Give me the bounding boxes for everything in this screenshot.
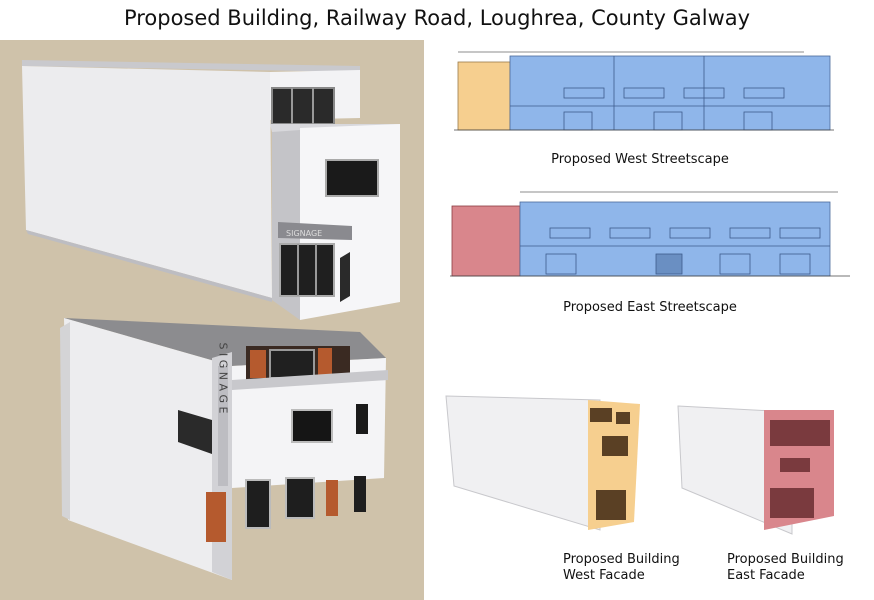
west-streetscape-caption: Proposed West Streetscape	[551, 152, 729, 167]
west-facade-caption: Proposed Building West Facade	[563, 552, 703, 584]
east-facade-caption-line1: Proposed Building	[727, 552, 844, 567]
west-facade-caption-line1: Proposed Building	[563, 552, 680, 567]
east-facade-caption: Proposed Building East Facade	[727, 552, 867, 584]
east-facade-caption-line2: East Facade	[727, 568, 805, 583]
render-panel: SIGNAGE S I G N A G E	[0, 40, 424, 600]
east-streetscape-caption: Proposed East Streetscape	[563, 300, 737, 315]
top-building-render: SIGNAGE	[22, 60, 400, 320]
west-facade-caption-line2: West Facade	[563, 568, 645, 583]
west-facade-render	[440, 382, 670, 536]
page-title: Proposed Building, Railway Road, Loughre…	[123, 6, 751, 30]
east-streetscape	[450, 188, 850, 292]
svg-text:S I G N A G E: S I G N A G E	[217, 343, 230, 414]
svg-text:SIGNAGE: SIGNAGE	[286, 229, 322, 238]
east-facade-render	[674, 396, 844, 540]
building-renders: SIGNAGE S I G N A G E	[22, 60, 400, 580]
west-streetscape-elevation	[454, 51, 834, 131]
west-streetscape	[454, 48, 834, 142]
east-streetscape-elevation	[450, 191, 850, 277]
bottom-building-render: S I G N A G E	[60, 318, 388, 580]
